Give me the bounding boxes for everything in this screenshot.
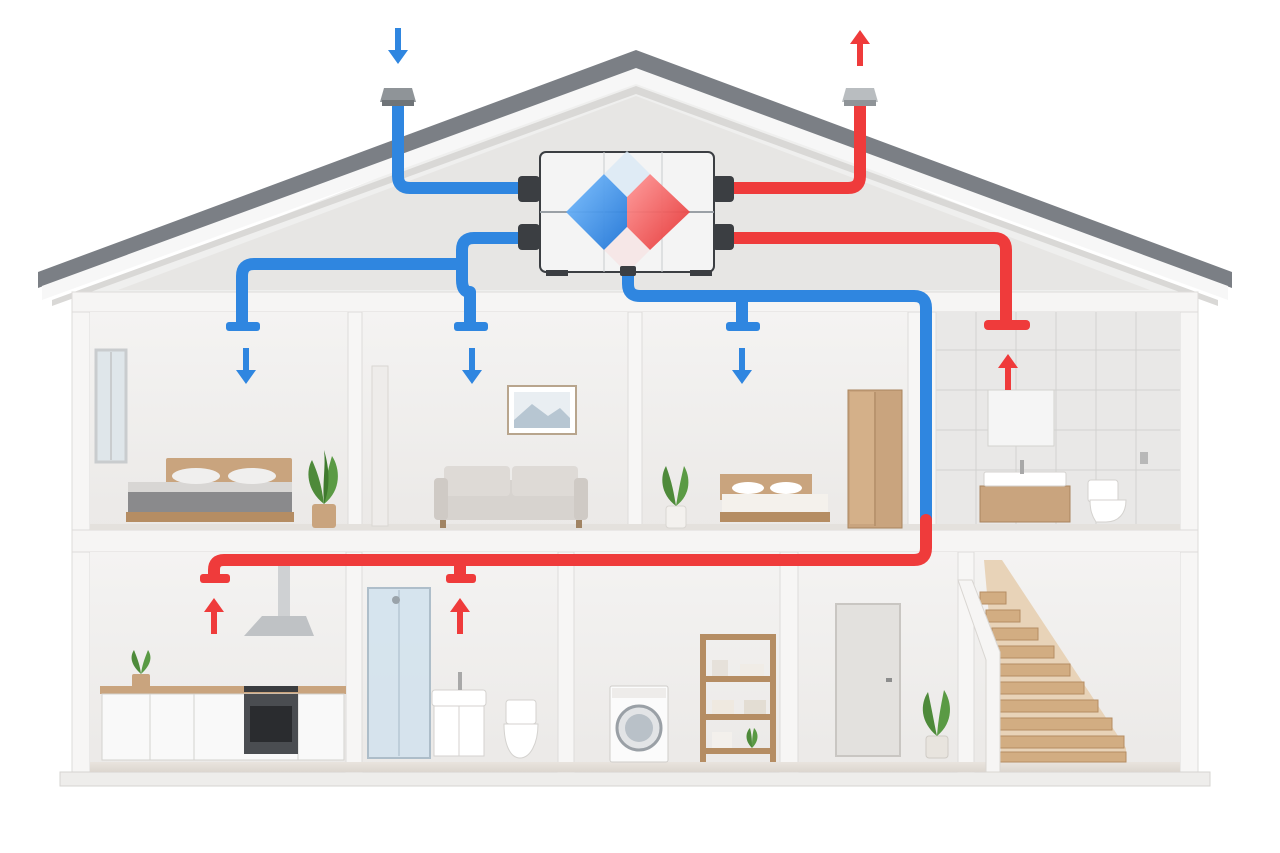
bedroom-supply-arrow-icon xyxy=(236,348,256,384)
fresh-air-ducts xyxy=(236,98,932,526)
living-supply-duct xyxy=(456,258,476,328)
bathroom-furniture xyxy=(979,389,1148,523)
bathroom-extract-arrow-icon xyxy=(998,354,1018,390)
bathroom-vent xyxy=(984,320,1030,330)
kitchen-furniture xyxy=(100,566,346,761)
living-room-furniture xyxy=(371,365,588,528)
laundry-furniture xyxy=(609,634,776,763)
guest-vent xyxy=(726,322,760,331)
kitchen-vent xyxy=(200,574,230,583)
kitchen-extract-arrow-icon xyxy=(204,598,224,634)
bedroom-vent xyxy=(226,322,260,331)
staircase xyxy=(957,560,1127,773)
guest-supply-arrow-icon xyxy=(732,348,752,384)
extract-vents xyxy=(200,320,1030,583)
mirror xyxy=(987,389,1055,447)
bedroom-furniture xyxy=(94,348,338,528)
intake-duct xyxy=(392,98,534,194)
hrv-unit-icon xyxy=(518,151,734,276)
airflow-arrows xyxy=(204,28,1018,634)
roof-caps xyxy=(380,88,878,106)
hallway-furniture xyxy=(835,603,950,759)
shower-vent xyxy=(446,574,476,583)
outlet-duct xyxy=(728,98,866,194)
guest-bedroom-furniture xyxy=(662,389,903,529)
shower-room-furniture xyxy=(367,587,539,759)
bathroom-extract-duct xyxy=(728,232,1012,328)
guest-supply-duct xyxy=(622,264,932,526)
living-supply-arrow-icon xyxy=(462,348,482,384)
shower-extract-arrow-icon xyxy=(450,598,470,634)
outdoor-intake-arrow-icon xyxy=(388,28,408,64)
supply-vents xyxy=(226,322,760,331)
exhaust-air-ducts xyxy=(208,98,1012,580)
lower-extract-duct xyxy=(208,514,932,580)
living-vent xyxy=(454,322,488,331)
outdoor-exhaust-arrow-icon xyxy=(850,30,870,66)
